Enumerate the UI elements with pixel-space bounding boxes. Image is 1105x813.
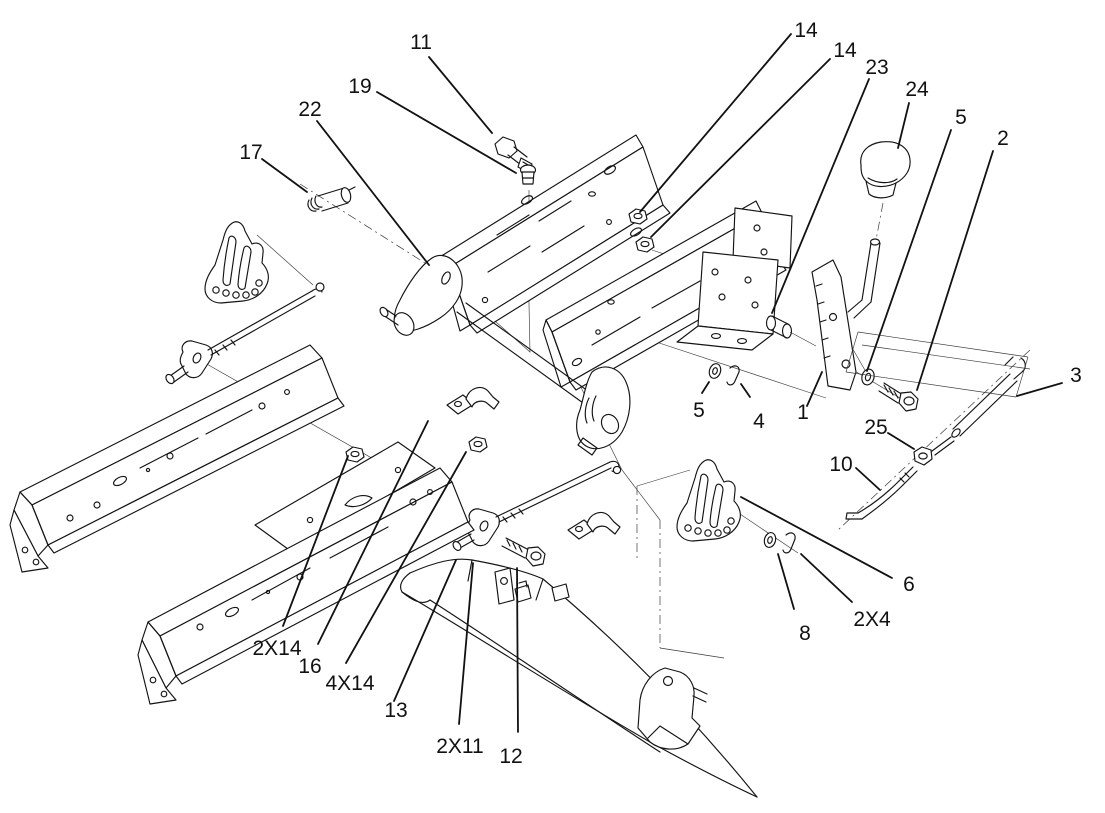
leader-line-12 xyxy=(516,567,519,733)
callout-label-14: 14 xyxy=(833,39,857,62)
part-washer-5-right xyxy=(861,368,875,386)
leader-line-8 xyxy=(777,553,795,610)
callout-label-1: 1 xyxy=(797,401,809,424)
part-hex-bolt-2x11 xyxy=(501,537,546,567)
part-flange-nut-4x14 xyxy=(468,436,488,453)
callout-label-2X14: 2X14 xyxy=(252,637,301,660)
leader-line-2 xyxy=(916,150,994,391)
callout-label-4: 4 xyxy=(753,410,765,433)
leader-line-5 xyxy=(701,381,710,394)
leader-line-4 xyxy=(740,383,751,398)
callout-label-2X11: 2X11 xyxy=(436,735,484,758)
part-spacer-bushing-23 xyxy=(765,315,793,339)
leader-line-3 xyxy=(1016,382,1063,397)
callout-label-11: 11 xyxy=(410,31,432,54)
callout-label-2: 2 xyxy=(997,127,1009,150)
leader-line-16 xyxy=(317,420,429,645)
part-lift-rod-13 xyxy=(452,460,622,551)
leader-line-14 xyxy=(650,58,831,238)
callout-label-23: 23 xyxy=(865,56,888,79)
callout-label-24: 24 xyxy=(905,78,929,101)
leader-line-23 xyxy=(771,78,870,314)
part-seat-support-plate xyxy=(254,441,436,553)
part-upper-channel-bracket xyxy=(440,134,671,334)
callout-label-6: 6 xyxy=(903,573,915,596)
callout-label-13: 13 xyxy=(384,699,407,722)
part-fender-weldment xyxy=(400,558,758,798)
leader-line-10 xyxy=(855,467,881,491)
leader-line-24 xyxy=(897,102,910,149)
part-retainer-clip-2x4 xyxy=(782,532,796,554)
callout-label-12: 12 xyxy=(499,745,522,768)
part-left-lift-rod xyxy=(165,282,325,385)
part-retainer-clip-4 xyxy=(726,365,740,386)
leader-line-11 xyxy=(428,56,493,134)
part-lever-rod-and-plate-1 xyxy=(811,238,881,391)
leader-line-17 xyxy=(261,158,308,193)
callout-label-2X4: 2X4 xyxy=(853,608,891,631)
part-flange-nut-25 xyxy=(913,446,933,466)
callout-label-5: 5 xyxy=(693,399,705,422)
part-washer-8 xyxy=(763,532,777,548)
callout-label-8: 8 xyxy=(799,622,811,645)
part-ghost-rail-outline xyxy=(845,331,1031,398)
part-z-rod-10 xyxy=(845,466,918,520)
callout-label-14: 14 xyxy=(794,19,818,42)
callout-label-17: 17 xyxy=(239,141,262,164)
callout-label-19: 19 xyxy=(348,75,371,98)
part-flange-nut-14-a xyxy=(628,208,648,225)
leader-line-19 xyxy=(376,91,517,174)
part-strap-clamp-16-upper xyxy=(446,386,500,415)
leader-line-14 xyxy=(639,33,792,213)
part-axle-pivot-weldment xyxy=(379,254,631,456)
callout-label-16: 16 xyxy=(298,655,321,678)
leader-line-2X11 xyxy=(458,562,474,725)
part-shoulder-screw-19 xyxy=(519,164,537,185)
part-frame-rail-upper xyxy=(9,344,345,573)
leader-line-2X4 xyxy=(800,553,853,603)
leader-line-25 xyxy=(887,432,915,450)
leader-line-4X14 xyxy=(345,451,467,664)
part-sector-bracket-left xyxy=(204,221,269,304)
leader-line-2X14 xyxy=(282,455,349,627)
leader-line-22 xyxy=(316,120,430,266)
leader-line-13 xyxy=(393,559,457,702)
callout-label-22: 22 xyxy=(298,98,321,121)
part-lever-mount-plate xyxy=(676,207,793,351)
part-sector-bracket-right xyxy=(676,459,741,542)
callout-label-4X14: 4X14 xyxy=(325,672,374,695)
callout-label-25: 25 xyxy=(864,416,887,439)
part-lift-rod-3 xyxy=(931,356,1026,456)
callout-label-5: 5 xyxy=(955,106,967,129)
callout-label-10: 10 xyxy=(829,453,852,476)
part-frame-rail-lower xyxy=(137,467,475,705)
part-washer-5-left xyxy=(708,363,722,379)
part-hex-bolt-2 xyxy=(878,382,919,412)
part-knob-24 xyxy=(860,141,911,199)
leader-line-6 xyxy=(740,496,893,579)
callout-layer: 1119221714142324523251062X481452X14164X1… xyxy=(239,19,1082,768)
callout-label-3: 3 xyxy=(1070,364,1082,387)
part-strap-clamp-16-lower xyxy=(567,511,621,540)
leader-line-1 xyxy=(806,371,823,407)
part-spring-pin-17 xyxy=(307,186,356,212)
part-flange-nut-2x14 xyxy=(345,446,365,463)
part-flange-nut-14-b xyxy=(635,236,655,253)
leader-line-5 xyxy=(866,129,952,372)
